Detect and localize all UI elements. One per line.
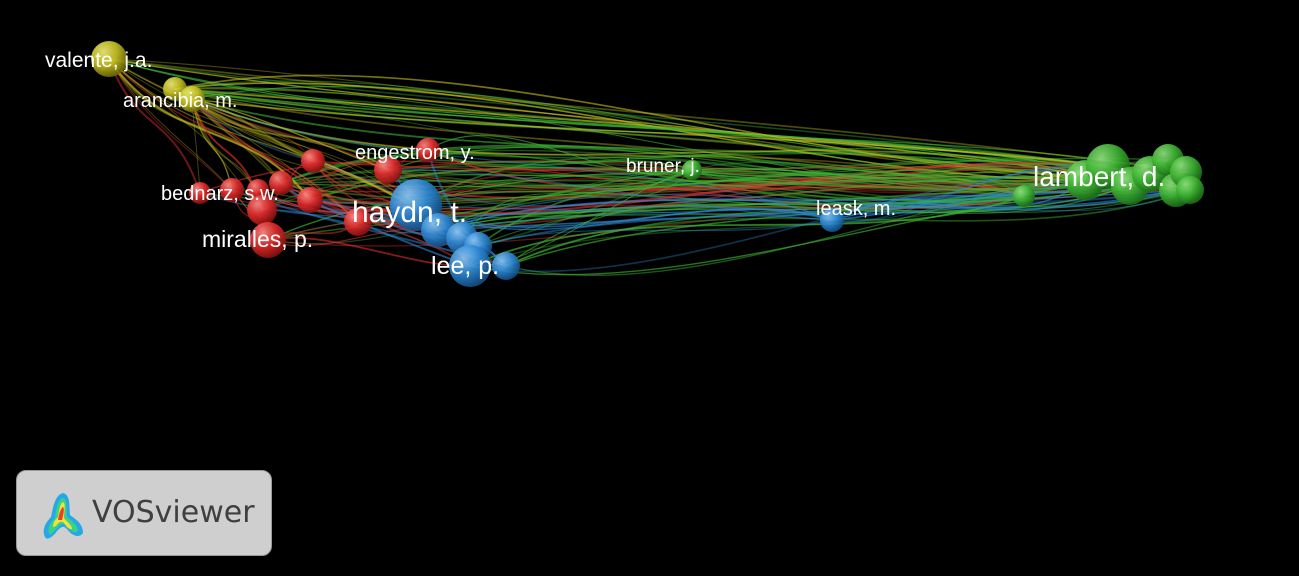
node-label-lee[interactable]: lee, p. bbox=[431, 252, 499, 280]
link bbox=[257, 184, 1131, 193]
link bbox=[691, 169, 1086, 181]
node-lambert[interactable] bbox=[1176, 176, 1204, 204]
link bbox=[108, 58, 1191, 191]
node-lee[interactable] bbox=[449, 245, 491, 287]
node-green-a[interactable] bbox=[1013, 185, 1035, 207]
vosviewer-heatmap-icon bbox=[43, 493, 83, 539]
link bbox=[477, 185, 1131, 247]
link bbox=[280, 149, 1187, 188]
link bbox=[357, 175, 1177, 223]
node-engestrom[interactable] bbox=[416, 138, 440, 162]
node-label-valente[interactable]: valente, j.a. bbox=[45, 49, 152, 72]
link bbox=[191, 98, 389, 171]
link bbox=[108, 58, 417, 206]
vosviewer-logo-badge: VOSviewer bbox=[16, 470, 272, 556]
link bbox=[831, 169, 1086, 223]
node-red-h[interactable] bbox=[344, 208, 372, 236]
link bbox=[108, 58, 1177, 191]
link bbox=[174, 80, 1131, 187]
link bbox=[107, 57, 202, 195]
link bbox=[191, 98, 359, 223]
node-label-lambert[interactable]: lambert, d. bbox=[1033, 161, 1165, 192]
link bbox=[108, 58, 1086, 181]
link bbox=[191, 98, 1109, 167]
node-red-d[interactable] bbox=[220, 178, 244, 202]
link bbox=[174, 74, 1151, 177]
link bbox=[427, 149, 693, 171]
node-leask[interactable] bbox=[820, 208, 844, 232]
link bbox=[469, 195, 1025, 267]
link bbox=[267, 236, 471, 267]
link bbox=[267, 169, 693, 241]
node-red-f[interactable] bbox=[269, 171, 293, 195]
node-label-leask[interactable]: leask, m. bbox=[816, 198, 896, 220]
link bbox=[461, 169, 693, 239]
node-miralles[interactable] bbox=[250, 222, 286, 258]
node-red-g[interactable] bbox=[297, 187, 323, 213]
node-red-c[interactable] bbox=[189, 182, 211, 204]
link bbox=[387, 169, 833, 221]
link bbox=[831, 179, 1086, 221]
node-red-b[interactable] bbox=[374, 156, 402, 184]
link bbox=[477, 219, 833, 247]
node-bednarz[interactable] bbox=[247, 195, 277, 225]
node-label-bruner[interactable]: bruner, j. bbox=[626, 156, 700, 177]
link bbox=[191, 98, 389, 171]
link bbox=[437, 185, 1131, 231]
link bbox=[108, 58, 282, 184]
link bbox=[691, 167, 1086, 181]
link bbox=[174, 88, 1109, 167]
node-label-arancibia[interactable]: arancibia, m. bbox=[123, 90, 238, 112]
link bbox=[191, 98, 233, 191]
label-layer: valente, j.a. arancibia, m. engestrom, y. b… bbox=[45, 49, 1165, 280]
node-label-miralles[interactable]: miralles, p. bbox=[202, 226, 313, 252]
link-layer bbox=[107, 57, 1191, 276]
link bbox=[191, 98, 389, 171]
node-label-bednarz[interactable]: bednarz, s.w. bbox=[161, 183, 279, 205]
link bbox=[387, 146, 1086, 190]
link bbox=[108, 58, 359, 223]
link bbox=[427, 149, 693, 171]
node-layer bbox=[91, 41, 1204, 287]
node-arancibia[interactable] bbox=[179, 86, 205, 112]
link bbox=[191, 98, 693, 171]
link bbox=[505, 189, 1191, 267]
node-label-engestrom[interactable]: engestrom, y. bbox=[355, 142, 475, 164]
link bbox=[174, 88, 1151, 175]
link bbox=[108, 58, 259, 191]
link bbox=[387, 168, 833, 221]
node-bruner[interactable] bbox=[682, 160, 702, 180]
link bbox=[415, 204, 833, 228]
link bbox=[415, 159, 1169, 206]
link bbox=[691, 168, 1086, 185]
node-red-a[interactable] bbox=[301, 149, 325, 173]
link bbox=[357, 165, 1109, 223]
link bbox=[477, 169, 693, 247]
node-label-haydn[interactable]: haydn, t. bbox=[352, 196, 467, 229]
link bbox=[267, 169, 693, 245]
link bbox=[191, 98, 314, 162]
node-valente[interactable] bbox=[91, 41, 127, 77]
link bbox=[427, 134, 693, 176]
link bbox=[469, 165, 1109, 273]
node-blue-d[interactable] bbox=[492, 252, 520, 280]
brand-label: VOSviewer bbox=[92, 495, 255, 530]
link bbox=[174, 82, 1086, 181]
